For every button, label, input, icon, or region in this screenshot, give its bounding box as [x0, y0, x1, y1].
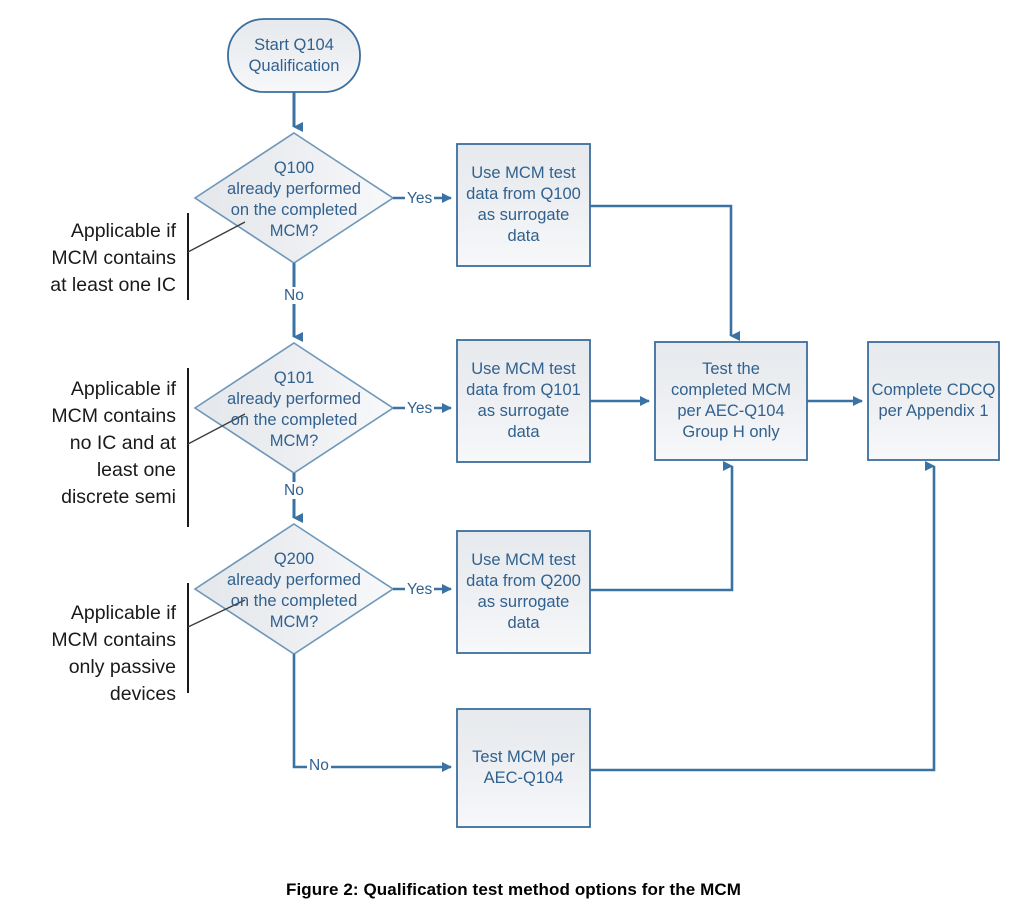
node-surrogate-q100	[456, 143, 591, 267]
node-test-full	[456, 708, 591, 828]
edge-label-q100-no: No	[282, 287, 306, 304]
annotation-passive: Applicable if MCM contains only passive …	[51, 602, 176, 705]
annotation-ic: Applicable if MCM contains at least one …	[50, 220, 176, 296]
annotation-discrete: Applicable if MCM contains no IC and at …	[51, 378, 176, 508]
edge-surrogate-q200-to-test	[590, 461, 734, 592]
bracket-ic	[187, 213, 246, 300]
node-surrogate-q200	[456, 530, 591, 654]
node-decision-q100	[193, 132, 395, 264]
node-decision-q101	[193, 342, 395, 474]
figure-caption: Figure 2: Qualification test method opti…	[285, 880, 742, 899]
edge-label-q200-yes: Yes	[405, 581, 435, 598]
edge-label-q101-yes: Yes	[405, 400, 435, 417]
edge-label-q200-no: No	[307, 757, 331, 774]
edge-label-q100-yes: Yes	[405, 190, 435, 207]
node-complete-cdcq	[867, 341, 1000, 461]
node-decision-q200	[193, 523, 395, 655]
edge-q200-no	[292, 654, 452, 772]
edge-label-q101-no: No	[282, 482, 306, 499]
edge-surrogate-q100-to-test	[590, 204, 740, 341]
edge-test-full-to-cdcq	[590, 461, 936, 772]
bracket-discrete	[187, 368, 246, 527]
node-start	[227, 18, 361, 93]
node-surrogate-q101	[456, 339, 591, 463]
bracket-passive	[187, 583, 246, 693]
node-test-group-h	[654, 341, 808, 461]
